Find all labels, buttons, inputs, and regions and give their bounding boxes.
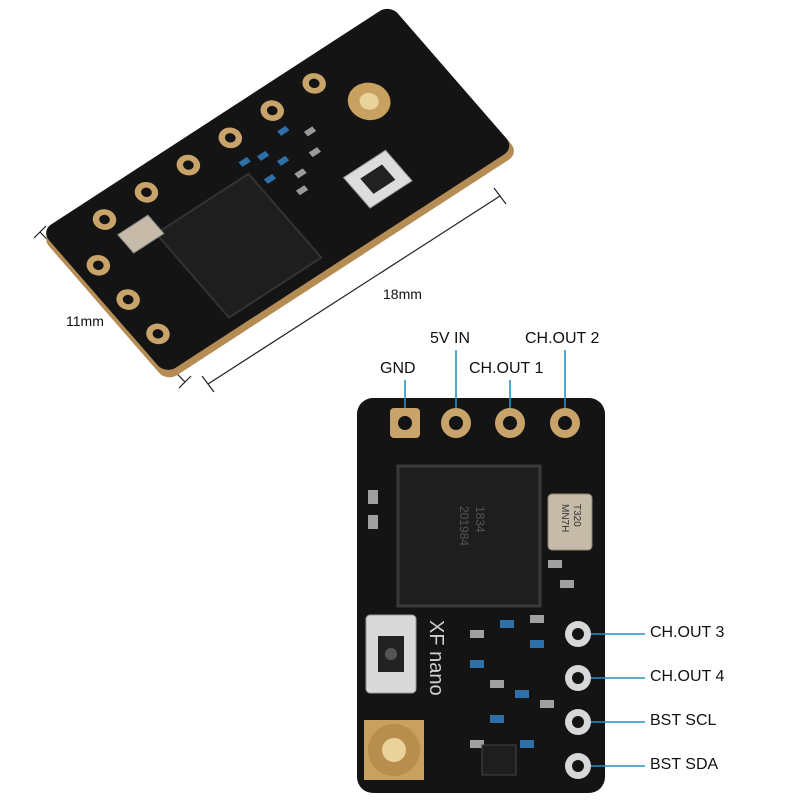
svg-text:201984: 201984: [457, 506, 471, 546]
svg-text:MN7H: MN7H: [559, 504, 570, 532]
brand-marking: XF nano: [425, 620, 447, 696]
top-pads: [390, 408, 580, 438]
dimension-18mm-line: [201, 187, 507, 393]
pin-label-ch-out-2: CH.OUT 2: [525, 330, 600, 347]
pin-label-ch-out-1: CH.OUT 1: [469, 360, 544, 377]
crystal: [547, 493, 593, 551]
svg-text:T320: T320: [571, 504, 582, 527]
pin-label-ch-out-4: CH.OUT 4: [650, 668, 725, 685]
pin-label-5v-in: 5V IN: [430, 330, 471, 347]
dimension-11mm-label: 11mm: [66, 313, 104, 329]
dimension-18mm-label: 18mm: [383, 286, 422, 302]
pin-label-ch-out-3: CH.OUT 3: [650, 624, 725, 641]
pin-label-bst-sda: BST SDA: [650, 756, 719, 773]
pin-label-bst-scl: BST SCL: [650, 712, 717, 729]
main-chip: [396, 464, 542, 608]
svg-text:1834: 1834: [473, 506, 487, 533]
pin-label-gnd: GND: [380, 360, 416, 377]
angled-board: [46, 8, 514, 378]
callout-lines: [404, 350, 645, 767]
